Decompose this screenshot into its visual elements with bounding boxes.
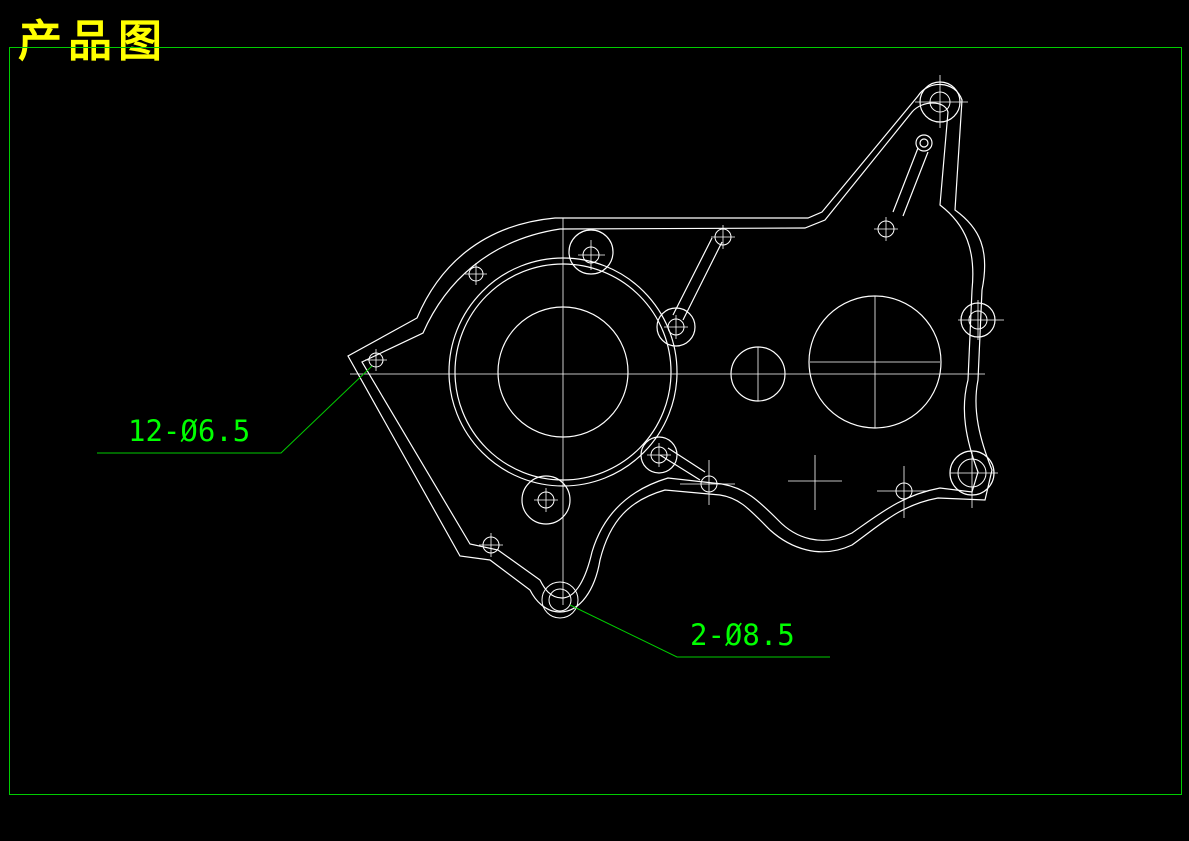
centerlines bbox=[350, 75, 1004, 605]
part-outline bbox=[347, 81, 996, 613]
large-holes-label: 2-Ø8.5 bbox=[690, 618, 795, 652]
small-holes-label: 12-Ø6.5 bbox=[128, 414, 250, 448]
annotation-leaders bbox=[97, 365, 830, 658]
mounting-holes bbox=[368, 91, 988, 619]
drawing-frame bbox=[9, 47, 1182, 795]
drawing-title: 产品图 bbox=[18, 16, 168, 67]
